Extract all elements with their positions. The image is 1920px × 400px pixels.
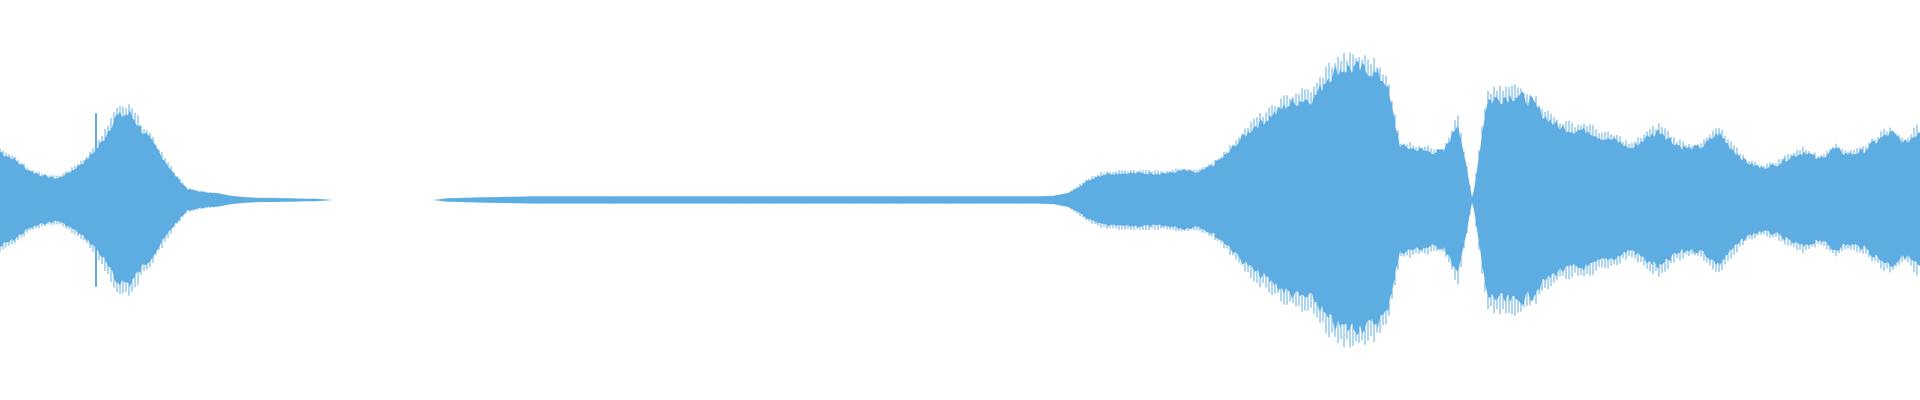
waveform-spikes	[95, 99, 1507, 301]
waveform-oscillation	[0, 52, 1918, 348]
